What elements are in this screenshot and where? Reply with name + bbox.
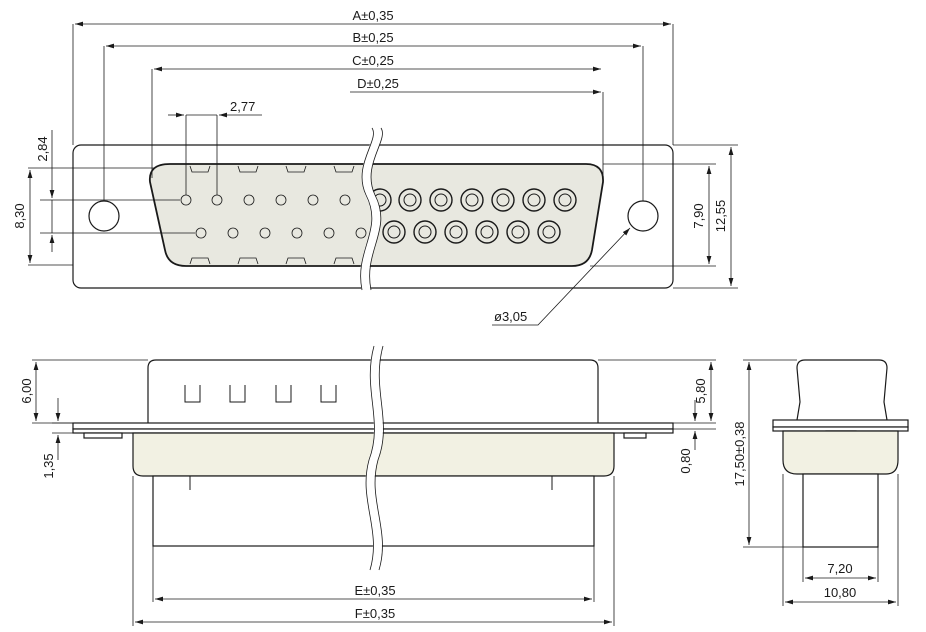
dim-hole-diameter: ø3,05 [494, 309, 527, 324]
front-dimensions: A±0,35 B±0,25 C±0,25 D±0,25 2,77 8,30 2,… [12, 8, 738, 326]
dim-pitch: 2,77 [230, 99, 255, 114]
dim-plate-thickness: 0,80 [678, 448, 693, 473]
dim-d: D±0,25 [357, 76, 399, 91]
dim-b: B±0,25 [352, 30, 393, 45]
shell-tabs [189, 165, 355, 265]
end-flange-top [772, 419, 909, 428]
end-view [772, 359, 909, 548]
dim-a: A±0,35 [352, 8, 393, 23]
mounting-hole-right [627, 200, 659, 232]
break-line-front [360, 125, 382, 291]
dim-row-offset: 2,84 [35, 136, 50, 161]
end-pin-block [802, 473, 879, 548]
dim-e: E±0,35 [354, 583, 395, 598]
dim-shell-height: 7,90 [691, 203, 706, 228]
dim-flange-inner: 8,30 [12, 203, 27, 228]
socket-rings-right [368, 188, 577, 244]
side-view [72, 344, 674, 572]
end-dimensions: 17,50±0,38 7,20 10,80 [732, 359, 899, 606]
dim-shell-depth: 6,00 [19, 378, 34, 403]
dim-shell-depth-inner: 5,80 [693, 378, 708, 403]
end-body [782, 430, 899, 475]
dim-c: C±0,25 [352, 53, 394, 68]
dim-pin-width: 7,20 [827, 561, 852, 576]
break-line-side [365, 344, 383, 572]
dim-f: F±0,35 [355, 606, 395, 621]
dim-flange-thickness: 1,35 [41, 453, 56, 478]
side-flange-top [72, 422, 674, 430]
end-shell-top [796, 359, 888, 421]
contact-slots [184, 385, 337, 403]
front-view [72, 125, 674, 291]
side-dimensions: 6,00 5,80 1,35 0,80 E±0,35 F±0,35 [19, 359, 716, 626]
dim-body-width: 10,80 [824, 585, 857, 600]
dim-overall-height: 17,50±0,38 [732, 422, 747, 487]
mounting-hole-left [88, 200, 120, 232]
pin-dots-left [180, 194, 367, 239]
dim-flange-height: 12,55 [713, 200, 728, 233]
